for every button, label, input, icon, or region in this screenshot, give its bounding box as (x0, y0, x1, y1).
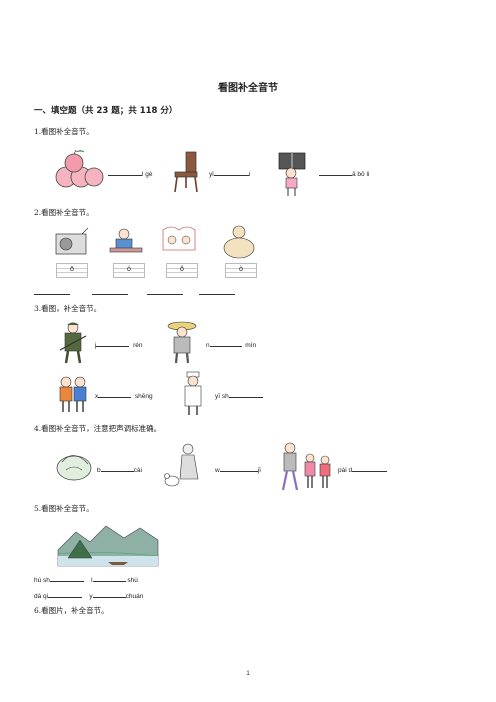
blank[interactable] (48, 590, 83, 598)
question-5-label: 5.看图补全音节。 (34, 504, 94, 513)
tone-box-4: ò (225, 263, 257, 278)
blank[interactable] (98, 390, 132, 398)
blank[interactable] (91, 287, 128, 295)
question-4-answer-c: pái d (338, 464, 388, 474)
radio-illustration (55, 227, 89, 255)
blank[interactable] (228, 390, 263, 398)
chair-illustration (174, 151, 198, 193)
page-number: 1 (246, 671, 250, 677)
question-3-answer-a: j rén (95, 339, 142, 349)
question-2-label: 2.看图补全音节。 (34, 208, 94, 217)
blank[interactable] (352, 464, 388, 472)
children-reading-illustration (162, 226, 196, 251)
blank[interactable] (49, 574, 84, 582)
blank[interactable] (92, 590, 126, 598)
cabbage-illustration (56, 455, 92, 481)
window-child-illustration (278, 152, 306, 196)
buddha-illustration (223, 225, 255, 259)
question-3-answer-d: yī sh (215, 390, 263, 400)
children-in-line-illustration (281, 442, 331, 491)
blank[interactable] (198, 287, 235, 295)
page-title: 看图补全音节 (218, 83, 278, 94)
question-1-label: 1.看图补全音节。 (34, 127, 94, 136)
blank[interactable] (213, 168, 249, 176)
blank[interactable] (319, 168, 352, 176)
blank[interactable] (147, 287, 184, 295)
section-heading: 一、填空题（共 23 题；共 118 分） (34, 106, 178, 116)
students-illustration (59, 376, 87, 412)
doctor-illustration (184, 371, 202, 415)
apples-illustration (55, 149, 104, 188)
blank[interactable] (219, 464, 258, 472)
question-1-answer-c: ā bō li (319, 168, 369, 178)
blank[interactable] (92, 574, 126, 582)
blank[interactable] (209, 339, 242, 347)
feeding-chickens-illustration (164, 443, 199, 487)
blank[interactable] (108, 168, 142, 176)
question-3-label: 3.看图，补全音节。 (34, 304, 102, 313)
lake-landscape-illustration (57, 525, 159, 567)
boy-writing-illustration (109, 228, 143, 253)
question-3-answer-c: x shēng (95, 390, 153, 400)
question-3-answer-b: n mín (206, 339, 256, 349)
tone-box-3: ǒ (166, 263, 198, 278)
tone-box-2: ó (113, 263, 145, 278)
farmer-illustration (167, 321, 197, 364)
blank[interactable] (96, 339, 130, 347)
question-4-label: 4.看图补全音节，注意把声调标准确。 (34, 424, 162, 433)
question-5-line-1: hú sh l shù (34, 574, 138, 584)
question-1-answer-a: l gè (108, 168, 152, 178)
tone-box-1: ō (56, 263, 88, 278)
question-6-label: 6.看图片，补全音节。 (34, 606, 109, 615)
blank[interactable] (100, 464, 134, 472)
soldier-illustration (59, 322, 87, 364)
blank[interactable] (34, 287, 70, 295)
question-2-blanks (34, 287, 235, 297)
